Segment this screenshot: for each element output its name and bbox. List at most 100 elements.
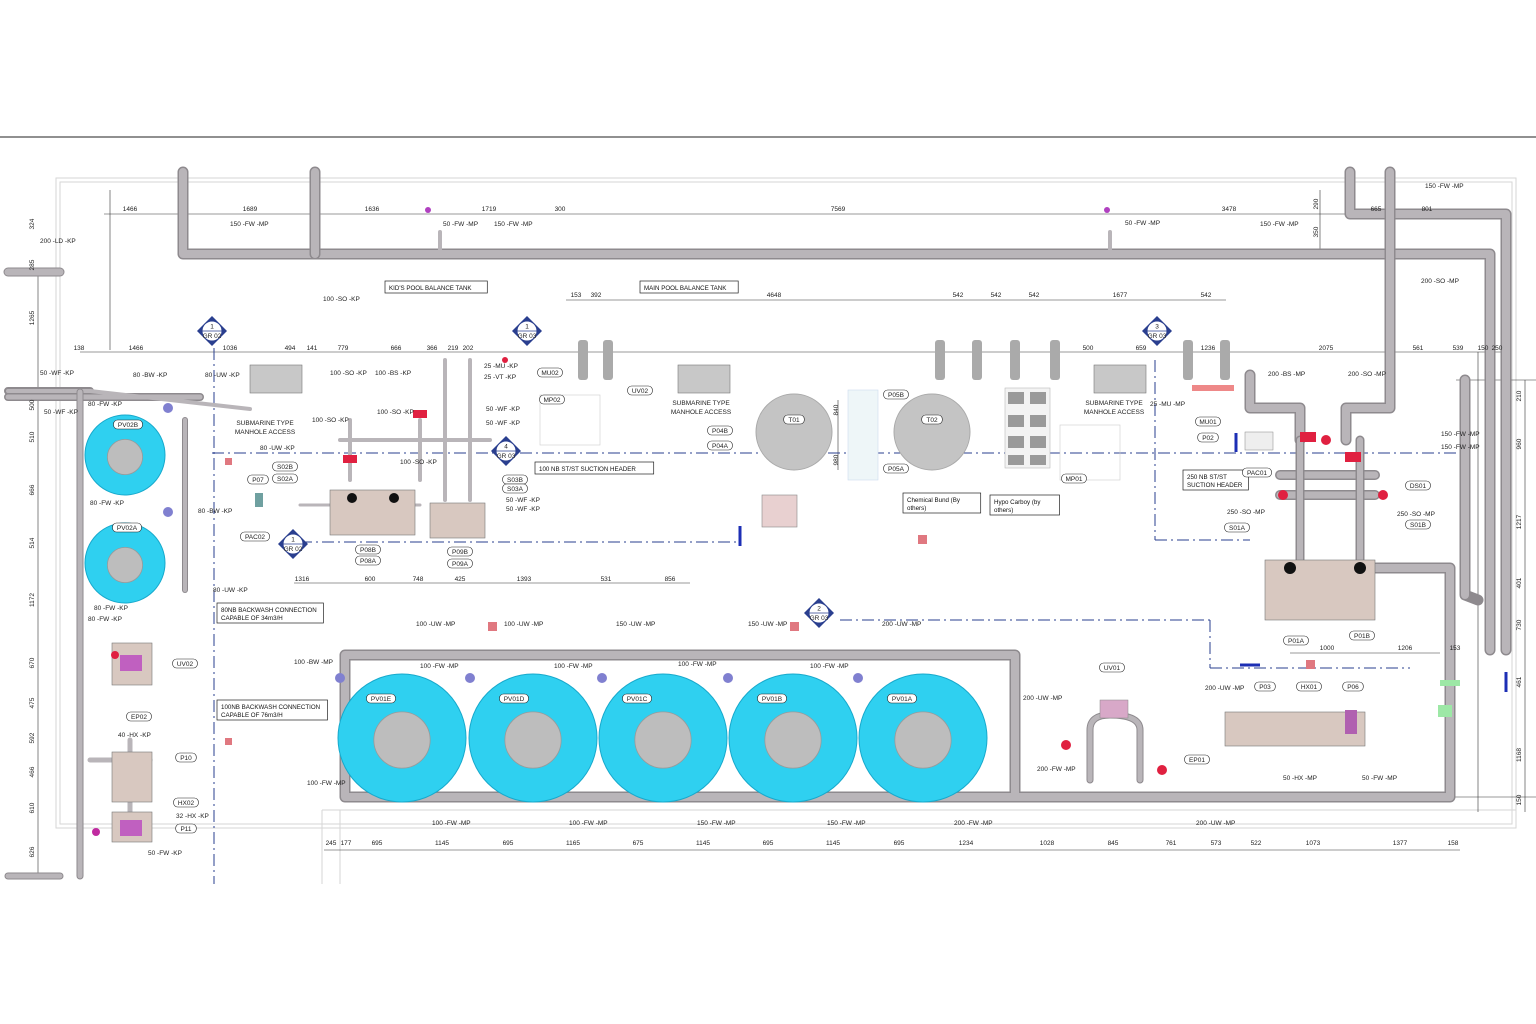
bottom-dimension: 1028: [1040, 840, 1055, 847]
line-tag: 200 -SO -MP: [1421, 278, 1459, 285]
line-tag: 80 -UW -KP: [260, 445, 295, 452]
bottom-dimension: 675: [633, 840, 644, 847]
label-manhole-3a: SUBMARINE TYPE: [1085, 400, 1143, 407]
low-dimension: 425: [455, 576, 466, 583]
left-dimension: 1172: [29, 593, 36, 607]
equipment-tag-MP02: MP02: [544, 397, 561, 404]
equipment-tag-P11: P11: [180, 826, 191, 833]
top-dimension: 801: [1422, 206, 1433, 213]
equipment-tag-PV01A-frame: [887, 693, 917, 704]
label-backwash-80-line-1: 80NB BACKWASH CONNECTION: [221, 607, 317, 614]
grid-bubble-ref: GR 02: [203, 333, 222, 340]
equipment-tag-S01B-frame: [1405, 519, 1431, 530]
row-dimension: 500: [1083, 345, 1094, 352]
equipment-tag-P08A: P08A: [360, 558, 377, 565]
suction-pipes: [578, 340, 1230, 380]
line-tag: 200 -SO -MP: [1348, 371, 1386, 378]
equipment-tag-T01-frame: [783, 414, 805, 425]
low-dimension: 531: [601, 576, 612, 583]
top-dimension: 1689: [243, 206, 258, 213]
line-tag: 80 -UW -KP: [213, 587, 248, 594]
right-dimension: 1168: [1516, 748, 1523, 762]
line-tag: 100 -SO -KP: [377, 409, 414, 416]
row-dimension: 250: [1492, 345, 1503, 352]
line-tag: 50 -FW -MP: [1125, 220, 1160, 227]
line-tag: 100 -BW -MP: [294, 659, 333, 666]
bottom-dimension: 695: [503, 840, 514, 847]
line-tag: 200 -FW -MP: [1037, 766, 1076, 773]
equipment-tag-P01B: P01B: [1354, 633, 1370, 640]
line-tag: 150 -FW -MP: [1441, 444, 1480, 451]
equipment-tag-PAC01: PAC01: [1247, 470, 1267, 477]
right-dimension: 290: [1313, 198, 1320, 209]
bottom-dimension: 1145: [435, 840, 449, 847]
equipment-tag-P05A-frame: [883, 463, 909, 474]
line-tag: 100 -SO -KP: [312, 417, 349, 424]
label-hypo-carboy-line-1: Hypo Carboy (by: [994, 499, 1041, 506]
bottom-dimension: 1377: [1393, 840, 1408, 847]
equipment-tag-PV01A: PV01A: [892, 696, 913, 703]
equipment-tag-HX01-frame: [1296, 681, 1322, 692]
equipment-tag-P11-frame: [175, 823, 197, 834]
equipment-tag-P08B-frame: [355, 544, 381, 555]
equipment-tag-P04B-frame: [707, 425, 733, 436]
low-dimension: 1393: [517, 576, 532, 583]
row-dimension: 150: [1478, 345, 1489, 352]
line-tag: 50 -WF -KP: [40, 370, 74, 377]
bottom-dimension: 1073: [1306, 840, 1321, 847]
label-backwash-80-line-2: CAPABLE OF 34m3/H: [221, 615, 283, 622]
label-chemical-bund-line-1: Chemical Bund (By: [907, 497, 961, 504]
line-tag: 25 -MU -KP: [484, 363, 518, 370]
row-dimension: 1236: [1201, 345, 1216, 352]
vessel-lid: [634, 711, 692, 769]
vessel-lid: [504, 711, 562, 769]
equipment-tag-S02A-frame: [272, 473, 298, 484]
left-dimension: 466: [29, 766, 36, 777]
equipment-blocks: [111, 364, 1376, 843]
mid-dimension: 542: [953, 292, 964, 299]
line-tag: 150 -FW -MP: [1425, 183, 1464, 190]
vessel-lid: [107, 547, 144, 584]
label-hypo-carboy-frame: [989, 494, 1060, 516]
equipment-tag-EP02: EP02: [131, 714, 147, 721]
bottom-dimension: 573: [1211, 840, 1222, 847]
line-tag: 80 -BW -KP: [133, 372, 167, 379]
equipment-tag-PV01E-frame: [366, 693, 396, 704]
line-tag: 150 -UW -MP: [616, 621, 655, 628]
equipment-tag-UV01-frame: [1099, 662, 1125, 673]
equipment-tag-P05B: P05B: [888, 392, 904, 399]
top-dimension: 1466: [123, 206, 138, 213]
equipment-tag-P03-frame: [1254, 681, 1276, 692]
label-backwash-100-line-2: CAPABLE OF 76m3/H: [221, 712, 283, 719]
label-header-250-frame: [1182, 469, 1249, 491]
bottom-dimension: 177: [341, 840, 352, 847]
label-backwash-80-frame: [216, 602, 324, 624]
equipment-tag-P10: P10: [180, 755, 192, 762]
top-dimension: 665: [1371, 206, 1382, 213]
equipment-tag-T02: T02: [926, 417, 938, 424]
row-dimension: 141: [307, 345, 318, 352]
line-tag: 25 -MU -MP: [1150, 401, 1185, 408]
equipment-tag-P06-frame: [1342, 681, 1364, 692]
equipment-tag-UV01: UV01: [1104, 665, 1121, 672]
line-tag: 200 -UW -MP: [1205, 685, 1244, 692]
bottom-dimension: 695: [894, 840, 905, 847]
equipment-tag-T01: T01: [788, 417, 800, 424]
valves: [92, 207, 1460, 836]
mid-dimension: 542: [991, 292, 1002, 299]
extra-dimension: 153: [1450, 645, 1461, 652]
bottom-dimension: 845: [1108, 840, 1119, 847]
equipment-tag-P07: P07: [252, 477, 264, 484]
bottom-dimension: 158: [1448, 840, 1459, 847]
vessel-lid: [894, 711, 952, 769]
equipment-tag-MU02-frame: [537, 367, 563, 378]
equipment-tag-PV01D: PV01D: [504, 696, 525, 703]
line-tag: 200 -LD -KP: [40, 238, 76, 245]
equipment-tag-UV02: UV02: [177, 661, 194, 668]
right-dimension: 461: [1516, 676, 1523, 687]
line-tag: 150 -FW -MP: [230, 221, 269, 228]
mid-dimension: 392: [591, 292, 602, 299]
equipment-tag-PV02A: PV02A: [117, 525, 138, 532]
equipment-tag-P08B: P08B: [360, 547, 376, 554]
